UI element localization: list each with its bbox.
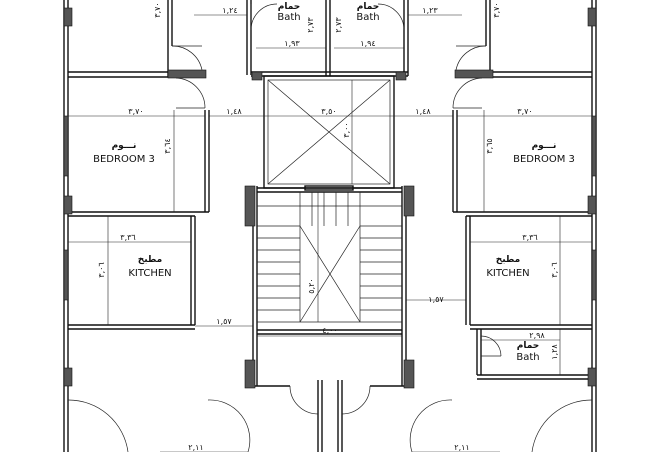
bedroom-left-label: BEDROOM 3 — [93, 154, 155, 165]
kitchen-right-label-ar: مطبخ — [496, 255, 521, 265]
doors — [67, 3, 593, 452]
dim-corridor-right: ١,٤٨ — [415, 107, 431, 116]
dim-bedroom-left-width: ٣,٧٠ — [128, 107, 143, 116]
dim-kitchen-left-height: ٣,٠٦ — [97, 262, 106, 277]
dim-top-right-edge: ٣,٧٠ — [492, 2, 501, 17]
dimension-lines — [68, 14, 592, 452]
dim-landing-left: ١,٥٧ — [216, 317, 232, 326]
dim-landing-right: ١,٥٧ — [428, 295, 444, 304]
bedroom-right-label: BEDROOM 3 — [513, 154, 575, 165]
dim-kitchen-right-height: ٣,٠٦ — [550, 262, 559, 277]
dim-stair-height: ٥,٢٠ — [307, 278, 316, 293]
bath-left-label-ar: حمام — [278, 2, 301, 12]
bedroom-right-label-ar: نـــوم — [532, 141, 557, 151]
bath-right-label: Bath — [356, 12, 379, 23]
columns — [63, 7, 597, 389]
bath-small-label: Bath — [516, 352, 539, 363]
kitchen-left-label-ar: مطبخ — [138, 255, 163, 265]
kitchen-right-label: KITCHEN — [486, 268, 529, 279]
stair-core — [257, 79, 402, 323]
dim-bath-left-top: ١,٢٤ — [222, 6, 237, 15]
dim-bedroom-right-width: ٣,٧٠ — [517, 107, 532, 116]
room-labels: حمام Bath حمام Bath نـــوم BEDROOM 3 نــ… — [93, 2, 575, 363]
dim-bath-right-top: ١,٢٣ — [422, 6, 438, 15]
bath-right-label-ar: حمام — [357, 2, 380, 12]
dim-bottom-left: ٢,١١ — [188, 443, 203, 452]
bedroom-left-label-ar: نـــوم — [112, 141, 137, 151]
dim-shaft-width: ٣,٥٠ — [321, 107, 336, 116]
bath-small-label-ar: حمام — [517, 341, 540, 351]
dim-bottom-right: ٢,١١ — [454, 443, 469, 452]
dimension-labels: ٣,٧٠ ٣,٧٠ ١,٢٤ ١,٢٣ ٢,٧٣ ٢,٧٣ ١,٩٣ ١,٩٤ … — [97, 2, 559, 452]
dim-bath-small-height: ١,٢٨ — [550, 344, 559, 360]
dim-bath-left-width: ١,٩٣ — [284, 39, 300, 48]
bath-left-label: Bath — [277, 12, 300, 23]
dim-top-left-edge: ٣,٧٠ — [153, 2, 162, 17]
dim-bedroom-right-height: ٣,٦٥ — [485, 138, 494, 153]
dim-stair-width: ٤,٠٠ — [322, 326, 337, 335]
dim-bath-small-width: ٢,٩٨ — [529, 331, 545, 340]
dim-bath-left-height: ٢,٧٣ — [306, 17, 315, 33]
dim-kitchen-left-width: ٣,٣٦ — [120, 233, 135, 242]
dim-shaft-height: ٣,٠٠ — [342, 122, 351, 137]
walls — [63, 0, 597, 452]
dim-bedroom-left-height: ٣,٦٤ — [163, 138, 172, 153]
dim-bath-right-height: ٢,٧٣ — [334, 17, 343, 33]
kitchen-left-label: KITCHEN — [128, 268, 171, 279]
dim-bath-right-width: ١,٩٤ — [360, 39, 375, 48]
dim-kitchen-right-width: ٣,٣٦ — [522, 233, 537, 242]
dim-corridor-left: ١,٤٨ — [226, 107, 242, 116]
